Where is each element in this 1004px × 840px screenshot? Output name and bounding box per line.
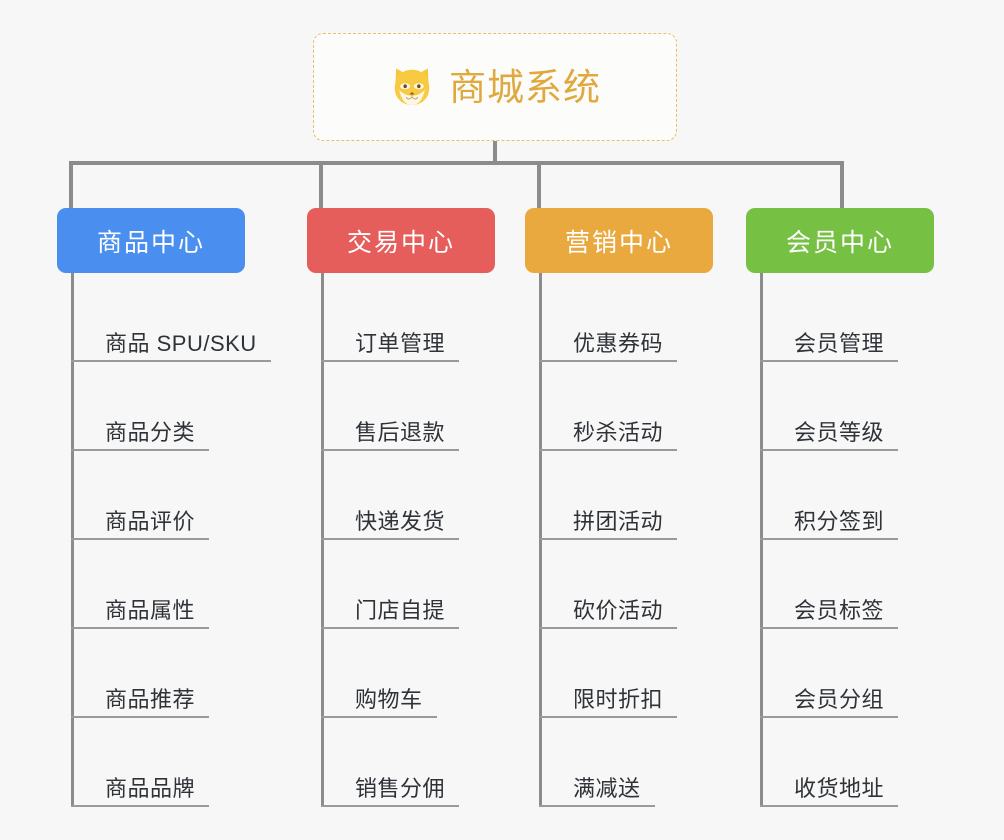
leaf-item[interactable]: 商品分类 — [71, 362, 271, 451]
branch-trunk-marketing-center — [539, 273, 542, 807]
leaf-list-marketing-center: 优惠券码秒杀活动拼团活动砍价活动限时折扣满减送 — [539, 273, 677, 807]
drop-connector-1 — [69, 161, 73, 208]
leaf-underline — [321, 360, 459, 362]
leaf-label: 优惠券码 — [573, 330, 664, 356]
leaf-underline — [760, 360, 898, 362]
leaf-underline — [71, 449, 209, 451]
branch-trunk-member-center — [760, 273, 763, 807]
leaf-item[interactable]: 满减送 — [539, 718, 677, 807]
leaf-item[interactable]: 秒杀活动 — [539, 362, 677, 451]
branch-header-label: 会员中心 — [785, 228, 894, 257]
leaf-label: 拼团活动 — [573, 508, 664, 534]
leaf-underline — [321, 805, 459, 807]
root-node[interactable]: 商城系统 — [313, 33, 677, 141]
leaf-label: 会员等级 — [794, 419, 885, 445]
leaf-underline — [321, 449, 459, 451]
leaf-item[interactable]: 销售分佣 — [321, 718, 459, 807]
leaf-list-trade-center: 订单管理售后退款快递发货门店自提购物车销售分佣 — [321, 273, 459, 807]
drop-connector-2 — [319, 161, 323, 208]
leaf-item[interactable]: 会员标签 — [760, 540, 898, 629]
leaf-underline — [760, 805, 898, 807]
branch-header-trade-center[interactable]: 交易中心 — [307, 208, 495, 273]
leaf-item[interactable]: 订单管理 — [321, 273, 459, 362]
leaf-underline — [760, 449, 898, 451]
leaf-item[interactable]: 商品品牌 — [71, 718, 271, 807]
leaf-underline — [760, 538, 898, 540]
leaf-underline — [760, 716, 898, 718]
leaf-label: 收货地址 — [794, 775, 885, 801]
leaf-item[interactable]: 积分签到 — [760, 451, 898, 540]
branch-header-label: 交易中心 — [346, 228, 455, 257]
leaf-item[interactable]: 会员管理 — [760, 273, 898, 362]
leaf-item[interactable]: 门店自提 — [321, 540, 459, 629]
leaf-item[interactable]: 售后退款 — [321, 362, 459, 451]
leaf-item[interactable]: 商品推荐 — [71, 629, 271, 718]
root-stem-connector — [493, 141, 497, 165]
leaf-underline — [321, 627, 459, 629]
branch-trunk-product-center — [71, 273, 74, 807]
leaf-item[interactable]: 会员分组 — [760, 629, 898, 718]
branch-header-label: 商品中心 — [96, 228, 205, 257]
leaf-label: 商品分类 — [105, 419, 196, 445]
leaf-label: 会员标签 — [794, 597, 885, 623]
leaf-label: 快递发货 — [355, 508, 446, 534]
leaf-label: 销售分佣 — [355, 775, 446, 801]
leaf-underline — [71, 627, 209, 629]
leaf-item[interactable]: 限时折扣 — [539, 629, 677, 718]
leaf-label: 订单管理 — [355, 330, 446, 356]
leaf-item[interactable]: 优惠券码 — [539, 273, 677, 362]
leaf-underline — [539, 716, 677, 718]
leaf-item[interactable]: 砍价活动 — [539, 540, 677, 629]
horizontal-bus-connector — [69, 161, 844, 165]
leaf-label: 限时折扣 — [573, 686, 664, 712]
leaf-list-product-center: 商品 SPU/SKU 商品分类商品评价商品属性商品推荐商品品牌 — [71, 273, 271, 807]
leaf-label: 商品推荐 — [105, 686, 196, 712]
root-title: 商城系统 — [449, 66, 601, 108]
leaf-underline — [321, 538, 459, 540]
leaf-underline — [760, 627, 898, 629]
leaf-underline — [71, 805, 209, 807]
leaf-item[interactable]: 商品 SPU/SKU — [71, 273, 271, 362]
leaf-item[interactable]: 快递发货 — [321, 451, 459, 540]
leaf-label: 商品 SPU/SKU — [105, 330, 257, 356]
leaf-underline — [539, 360, 677, 362]
leaf-label: 秒杀活动 — [573, 419, 664, 445]
branch-header-product-center[interactable]: 商品中心 — [57, 208, 245, 273]
leaf-underline — [539, 538, 677, 540]
leaf-label: 购物车 — [355, 686, 423, 712]
leaf-underline — [71, 360, 271, 362]
drop-connector-4 — [840, 161, 844, 208]
drop-connector-3 — [537, 161, 541, 208]
leaf-label: 会员管理 — [794, 330, 885, 356]
branch-trunk-trade-center — [321, 273, 324, 807]
leaf-label: 积分签到 — [794, 508, 885, 534]
leaf-item[interactable]: 商品评价 — [71, 451, 271, 540]
leaf-item[interactable]: 商品属性 — [71, 540, 271, 629]
leaf-item[interactable]: 拼团活动 — [539, 451, 677, 540]
leaf-label: 会员分组 — [794, 686, 885, 712]
leaf-underline — [539, 627, 677, 629]
leaf-underline — [539, 805, 655, 807]
leaf-list-member-center: 会员管理会员等级积分签到会员标签会员分组收货地址 — [760, 273, 898, 807]
leaf-label: 商品品牌 — [105, 775, 196, 801]
leaf-underline — [539, 449, 677, 451]
leaf-item[interactable]: 会员等级 — [760, 362, 898, 451]
branch-header-label: 营销中心 — [564, 228, 673, 257]
leaf-label: 砍价活动 — [573, 597, 664, 623]
leaf-underline — [71, 538, 209, 540]
leaf-label: 售后退款 — [355, 419, 446, 445]
leaf-item[interactable]: 收货地址 — [760, 718, 898, 807]
leaf-underline — [71, 716, 209, 718]
branch-header-member-center[interactable]: 会员中心 — [746, 208, 934, 273]
leaf-underline — [321, 716, 437, 718]
leaf-label: 商品属性 — [105, 597, 196, 623]
branch-header-marketing-center[interactable]: 营销中心 — [525, 208, 713, 273]
leaf-label: 商品评价 — [105, 508, 196, 534]
shiba-dog-face-icon — [394, 68, 430, 105]
leaf-label: 门店自提 — [355, 597, 446, 623]
leaf-label: 满减送 — [573, 775, 641, 801]
leaf-item[interactable]: 购物车 — [321, 629, 459, 718]
